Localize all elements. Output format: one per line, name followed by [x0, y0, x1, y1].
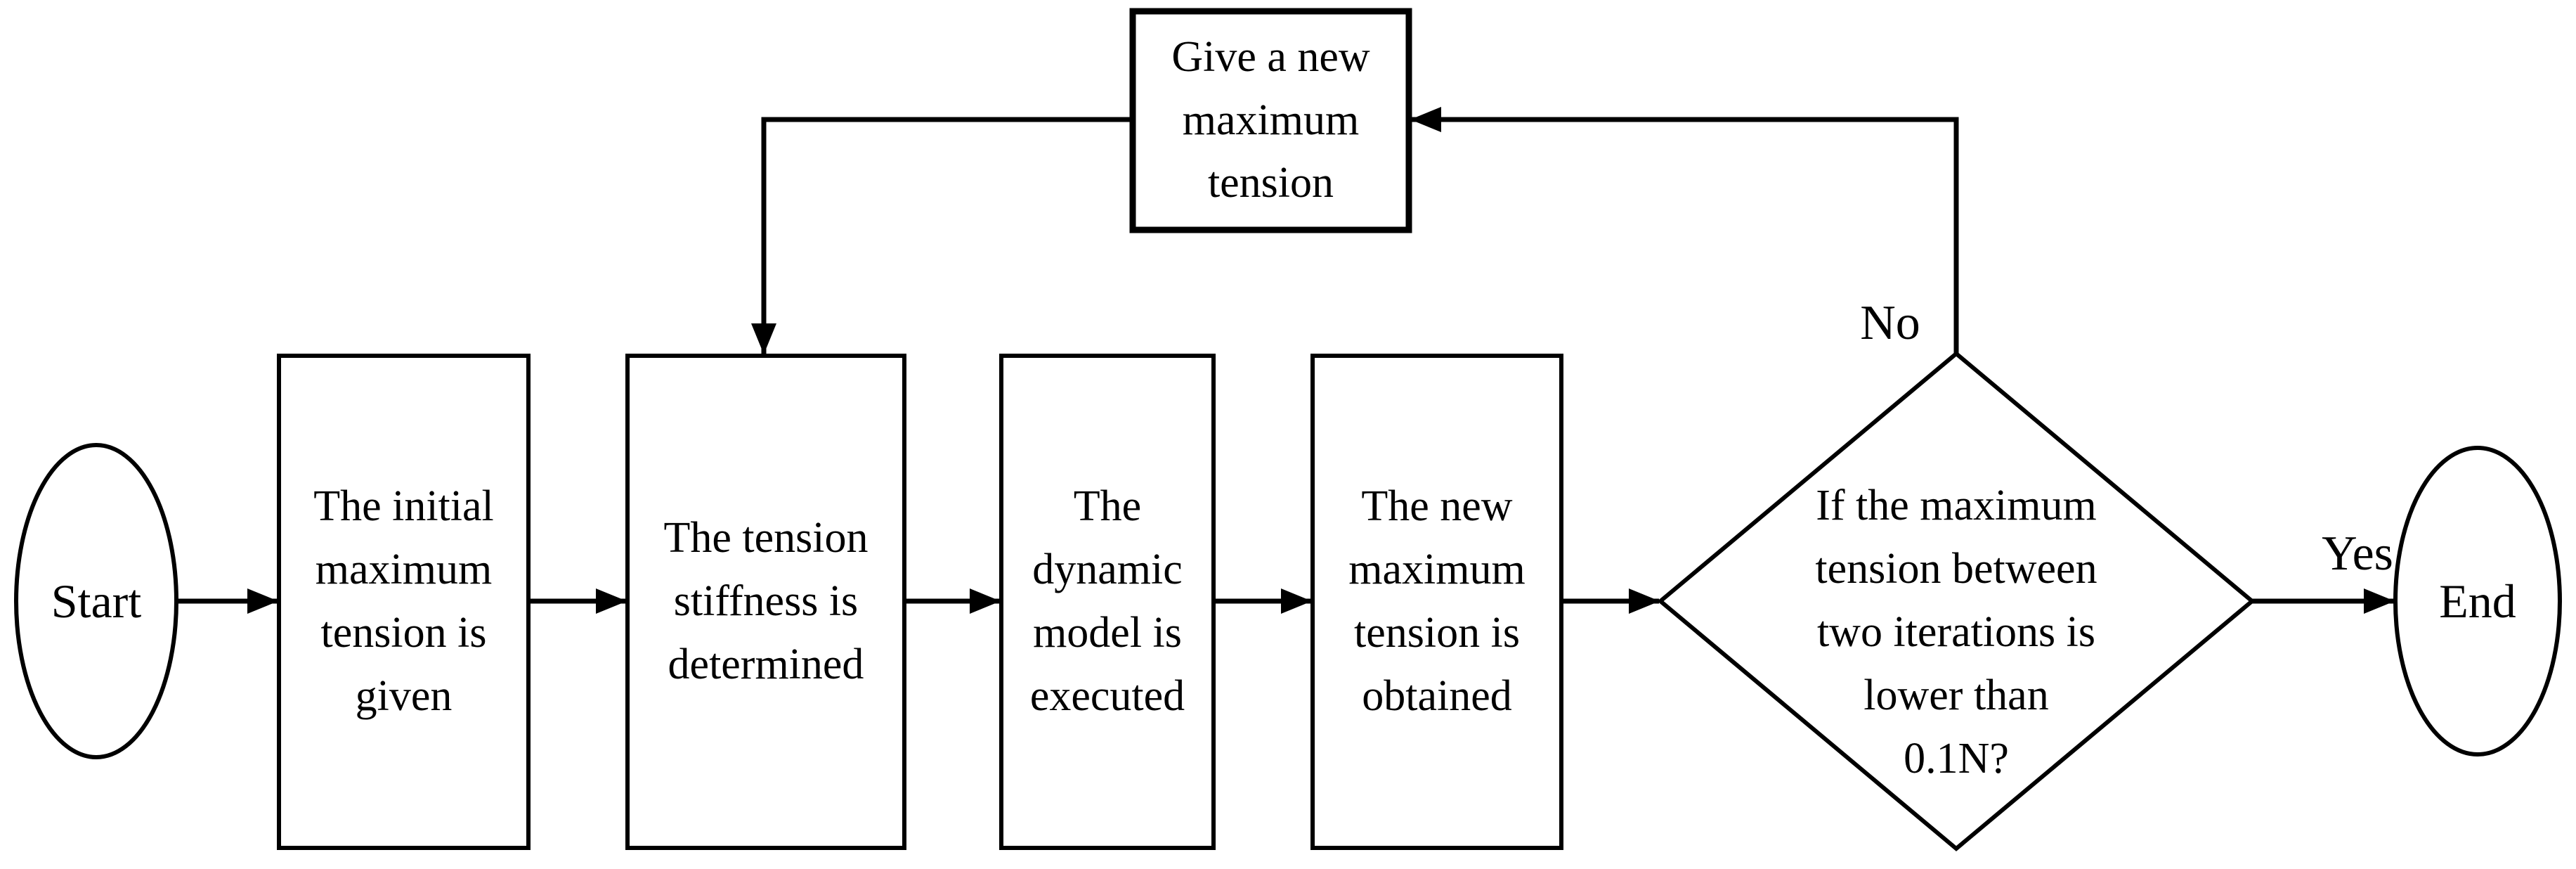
end-ellipse: [2393, 446, 2562, 757]
start-node-label: Start: [51, 574, 142, 628]
process-1-label: The initial maximum tension is given: [313, 482, 494, 720]
arrow-decision-to-feedback-no: [1410, 107, 1959, 354]
feedback-box-label: Give a new maximum tension: [1171, 32, 1370, 207]
no-branch-label: No: [1860, 296, 1920, 351]
process-3-label: The dynamic model is executed: [1029, 482, 1185, 720]
end-node-label: End: [2439, 574, 2516, 628]
process-4-label: The new maximum tension is obtained: [1348, 482, 1526, 720]
process-2-label: The tension stiffness is determined: [663, 514, 869, 688]
arrow-feedback-to-process2: [751, 117, 1133, 354]
yes-branch-label: Yes: [2322, 527, 2393, 581]
decision-label: If the maximum tension between two itera…: [1815, 482, 2097, 783]
